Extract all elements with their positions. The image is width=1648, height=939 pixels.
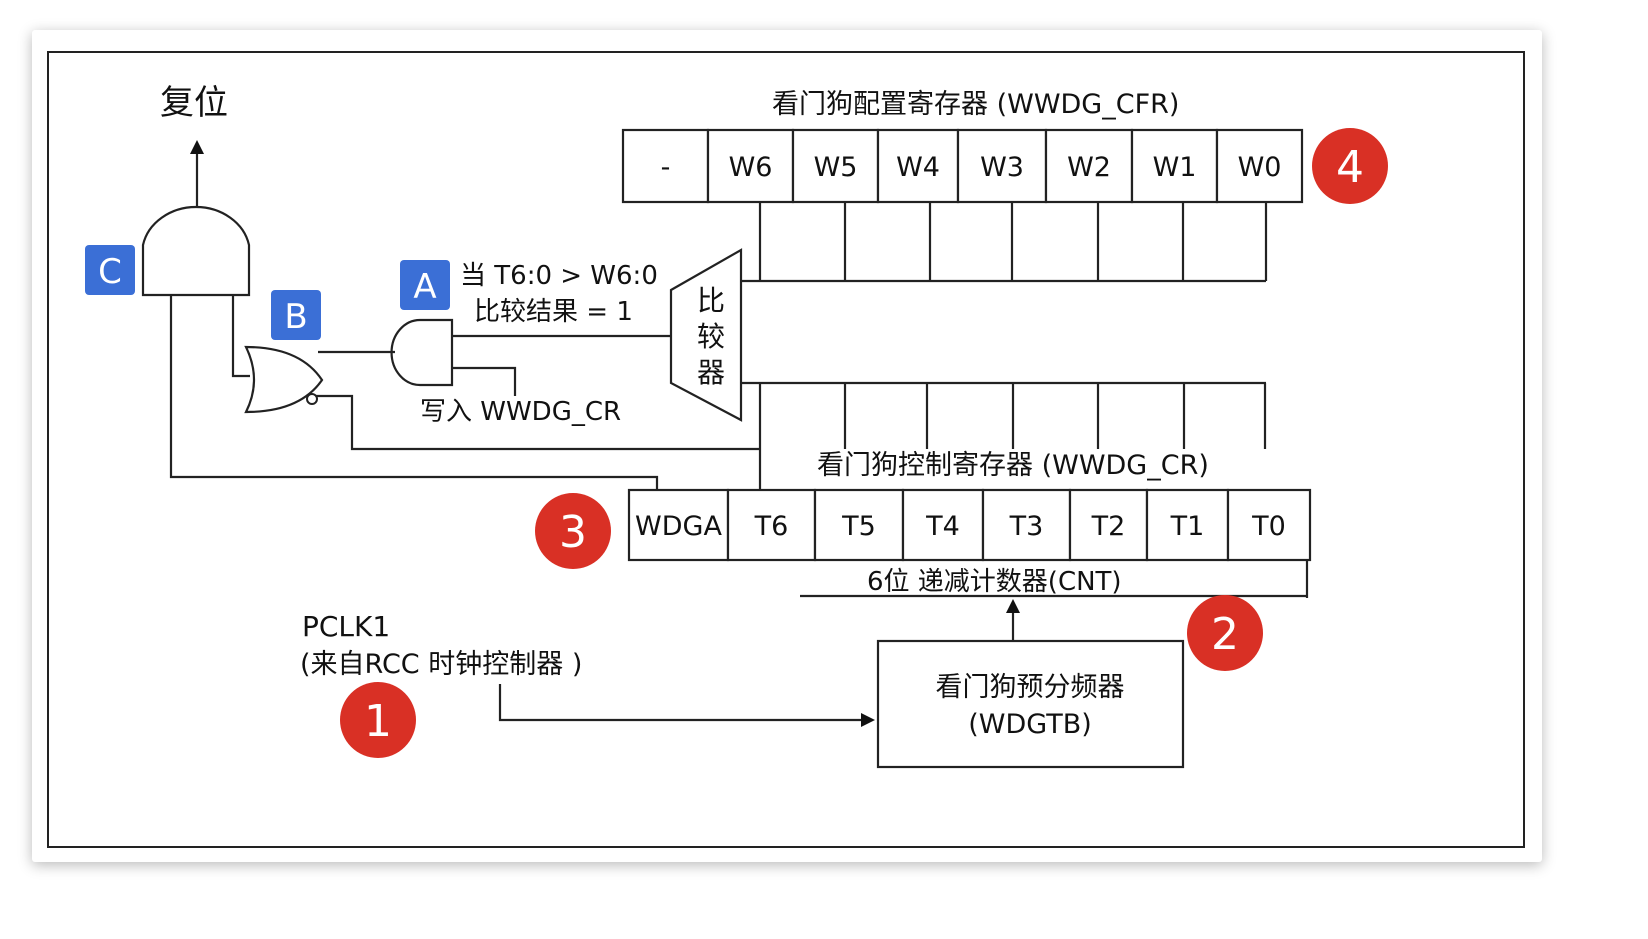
badge-b: B xyxy=(271,290,321,340)
cr-register: WDGA T6 T5 T4 T3 T2 T1 T0 xyxy=(627,383,1312,562)
cr-cell-t4: T4 xyxy=(901,488,985,562)
prescaler-box xyxy=(876,639,1185,769)
cfr-cell-label: W0 xyxy=(1238,152,1282,183)
svg-text:2: 2 xyxy=(1211,609,1239,660)
cr-title: 看门狗控制寄存器 (WWDG_CR) xyxy=(817,450,1209,481)
badge-c: C xyxy=(85,245,135,295)
svg-text:1: 1 xyxy=(364,696,392,747)
inverter-bubble xyxy=(306,393,318,405)
cfr-cell-label: W5 xyxy=(814,152,858,183)
badge-2: 2 xyxy=(1187,595,1263,671)
cfr-cell-: - xyxy=(621,128,710,204)
svg-text:4: 4 xyxy=(1336,142,1364,193)
pclk-source-label: (来自RCC 时钟控制器 ) xyxy=(300,649,582,680)
cr-cell-label: T2 xyxy=(1091,511,1126,542)
cfr-cell-label: W1 xyxy=(1153,152,1197,183)
cr-cell-t1: T1 xyxy=(1145,488,1230,562)
cr-cell-label: T1 xyxy=(1170,511,1205,542)
cr-cell-t6: T6 xyxy=(726,488,817,562)
and-gate-c xyxy=(141,205,251,297)
comparator-char-1: 比 xyxy=(697,284,725,317)
cfr-cell-w4: W4 xyxy=(876,128,960,204)
and-gate-a xyxy=(390,318,454,387)
cfr-title: 看门狗配置寄存器 (WWDG_CFR) xyxy=(772,89,1179,120)
cr-cell-label: T0 xyxy=(1251,511,1286,542)
cfr-cell-label: W3 xyxy=(980,152,1024,183)
badge-4: 4 xyxy=(1312,128,1388,204)
cfr-cell-w2: W2 xyxy=(1044,128,1134,204)
badge-a: A xyxy=(400,260,450,310)
outer-frame xyxy=(47,51,1525,848)
cfr-cell-label: W6 xyxy=(729,152,773,183)
svg-text:C: C xyxy=(98,252,122,292)
cfr-cell-w3: W3 xyxy=(956,128,1048,204)
counter-label: 6位 递减计数器(CNT) xyxy=(867,567,1122,597)
svg-text:A: A xyxy=(413,267,436,307)
cr-cell-t2: T2 xyxy=(1068,488,1149,562)
badge-3: 3 xyxy=(535,493,611,569)
condition-line-2: 比较结果 = 1 xyxy=(474,297,633,327)
cfr-cell-label: - xyxy=(661,152,671,183)
pclk-arrow xyxy=(498,684,875,727)
cfr-cell-label: W2 xyxy=(1067,152,1111,183)
comparator-char-2: 较 xyxy=(697,320,725,353)
comparator-char-3: 器 xyxy=(697,356,725,389)
cfr-register: - W6 W5 W4 W3 W2 W1 W0 xyxy=(621,128,1304,281)
cr-cell-t0: T0 xyxy=(1226,488,1312,562)
pclk-label: PCLK1 xyxy=(302,610,390,643)
prescaler-title: 看门狗预分频器 xyxy=(936,672,1125,703)
wires xyxy=(169,279,1266,490)
cfr-cell-w6: W6 xyxy=(706,128,795,204)
prescaler-subtitle: (WDGTB) xyxy=(968,709,1092,740)
cr-cell-label: T4 xyxy=(925,511,960,542)
cr-cell-wdga: WDGA xyxy=(627,488,730,562)
reset-label: 复位 xyxy=(160,83,228,123)
cfr-cell-w0: W0 xyxy=(1215,128,1304,204)
badge-1: 1 xyxy=(340,682,416,758)
condition-line-1: 当 T6:0 > W6:0 xyxy=(460,261,658,291)
cr-cell-t3: T3 xyxy=(981,488,1072,562)
cr-cell-label: T5 xyxy=(841,511,876,542)
svg-text:B: B xyxy=(284,297,307,337)
or-gate-b xyxy=(244,345,324,414)
cr-cell-t5: T5 xyxy=(813,488,905,562)
cfr-cell-w5: W5 xyxy=(791,128,880,204)
write-label: 写入 WWDG_CR xyxy=(420,397,621,427)
cr-cell-label: T3 xyxy=(1009,511,1044,542)
cr-cell-label: T6 xyxy=(754,511,789,542)
comparator xyxy=(669,248,743,422)
cr-cell-label: WDGA xyxy=(635,511,722,542)
svg-text:3: 3 xyxy=(559,507,587,558)
cfr-cell-label: W4 xyxy=(896,152,940,183)
cfr-cell-w1: W1 xyxy=(1130,128,1219,204)
